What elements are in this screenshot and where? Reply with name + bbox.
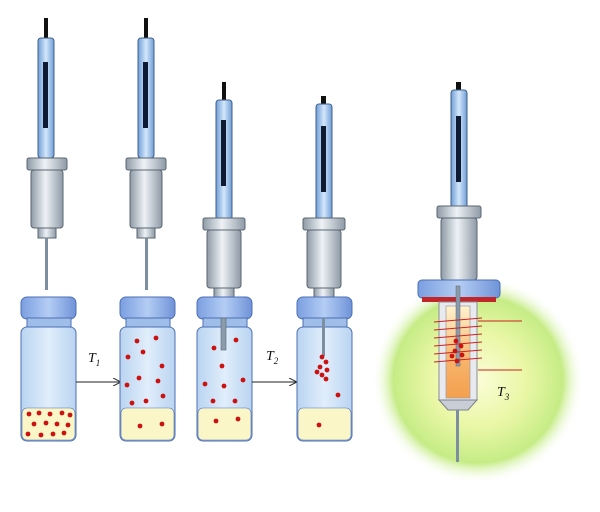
stage-2 xyxy=(119,18,176,442)
label-t2: T2 xyxy=(266,349,279,366)
vial-1 xyxy=(20,296,77,442)
stage-3 xyxy=(196,82,253,442)
label-t1: T1 xyxy=(88,351,100,368)
heat-glow xyxy=(372,280,584,488)
arrow-t2: T2 xyxy=(252,349,296,382)
stage-5: T3 xyxy=(372,82,584,488)
vial-3 xyxy=(196,296,253,442)
particles-3 xyxy=(202,337,246,424)
syringe-2 xyxy=(125,18,167,290)
syringe-4 xyxy=(302,96,346,328)
vial-4 xyxy=(296,296,353,442)
arrow-t1: T1 xyxy=(76,351,120,382)
particles-5 xyxy=(449,338,465,364)
heater-coil xyxy=(433,317,522,371)
particles-4 xyxy=(314,354,341,428)
syringe-1 xyxy=(26,18,68,290)
stage-1 xyxy=(20,18,77,442)
vial-2 xyxy=(119,296,176,442)
stage-4 xyxy=(296,96,353,442)
label-t3: T3 xyxy=(497,385,510,402)
syringe-5 xyxy=(436,82,482,281)
particles-2 xyxy=(124,335,166,429)
particles-1 xyxy=(25,410,73,438)
injector-port xyxy=(417,279,501,462)
